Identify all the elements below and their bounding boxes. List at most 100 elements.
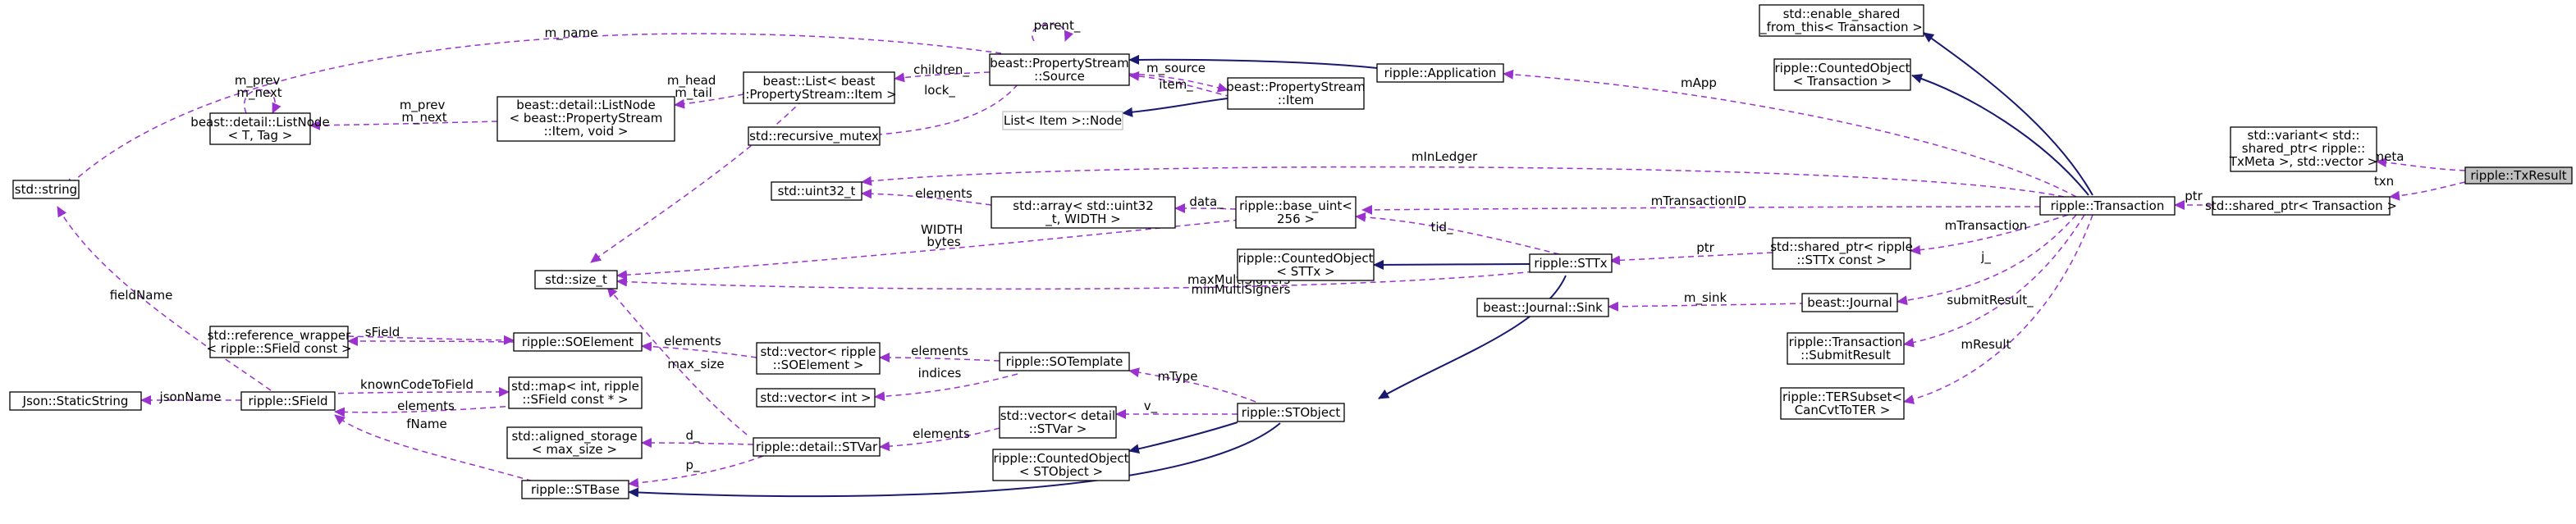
edge-sfield-ref xyxy=(347,335,515,345)
node-txresult[interactable]: ripple::TxResult xyxy=(2464,166,2573,185)
label-width-bytes: WIDTH bytes xyxy=(921,222,967,249)
node-json-static-label: Json::StaticString xyxy=(22,394,129,408)
svg-text:ripple::Application: ripple::Application xyxy=(1384,66,1497,80)
node-aligned-storage[interactable]: std::aligned_storage< max_size > xyxy=(506,426,643,459)
node-soelement[interactable]: ripple::SOElement xyxy=(513,332,643,352)
edge-source-list xyxy=(894,71,991,83)
edge-transaction-app xyxy=(1503,69,2077,198)
node-ps-item[interactable]: beast::PropertyStream::Item xyxy=(1226,77,1366,110)
node-counted-txn-line2: < Transaction > xyxy=(1793,74,1892,89)
svg-text:ripple::CountedObject< STTx >: ripple::CountedObject< STTx > xyxy=(1238,251,1373,279)
node-ps-source[interactable]: beast::PropertyStream::Source xyxy=(989,53,1130,86)
edge-transaction-sttxptr xyxy=(1910,214,2069,255)
node-journal[interactable]: beast::Journal xyxy=(1801,293,1898,312)
node-vec-soelement[interactable]: std::vector< ripple::SOElement > xyxy=(756,342,881,375)
node-journal-label: beast::Journal xyxy=(1807,295,1892,310)
label-width-line2: bytes xyxy=(927,235,961,249)
svg-text:std::size_t: std::size_t xyxy=(545,272,607,288)
edge-transaction-counted xyxy=(1911,74,2089,196)
node-vec-stvar[interactable]: std::vector< detail::STVar > xyxy=(999,406,1117,439)
label-elements-map: elements xyxy=(397,399,455,413)
label-indices-text: indices xyxy=(918,366,962,380)
label-txn: txn xyxy=(2374,174,2394,189)
node-recursive-mutex[interactable]: std::recursive_mutex xyxy=(748,126,881,146)
node-stbase[interactable]: ripple::STBase xyxy=(521,480,629,499)
label-ptr-txn: ptr xyxy=(2185,189,2203,203)
node-aligned-storage-line1: std::aligned_storage xyxy=(511,429,637,444)
node-vec-soelement-line2: ::SOElement > xyxy=(773,358,864,372)
svg-text:ripple::Transaction::SubmitRes: ripple::Transaction::SubmitResult xyxy=(1789,335,1903,362)
node-counted-txn[interactable]: ripple::CountedObject< Transaction > xyxy=(1773,58,1911,91)
node-uint32[interactable]: std::uint32_t xyxy=(771,181,862,201)
label-elements-tmpl-text: elements xyxy=(911,344,968,358)
edge-source-mutex xyxy=(869,84,1018,139)
node-base-uint[interactable]: ripple::base_uint<256 > xyxy=(1235,196,1357,229)
label-mprev-self-line1: m_prev xyxy=(235,73,281,89)
edge-list-sizet xyxy=(590,99,803,263)
node-listnode-t-line1: beast::detail::ListNode xyxy=(190,115,329,130)
node-variant-line3: TxMeta >, std::vector > xyxy=(2229,154,2377,169)
node-submit-result[interactable]: ripple::Transaction::SubmitResult xyxy=(1787,332,1905,365)
svg-text:ripple::SField: ripple::SField xyxy=(248,394,327,408)
node-enable-shared[interactable]: std::enable_shared_from_this< Transactio… xyxy=(1759,4,1924,37)
node-vec-int[interactable]: std::vector< int > xyxy=(756,388,876,408)
node-listnode-item-line3: ::Item, void > xyxy=(544,124,629,139)
node-string[interactable]: std::string xyxy=(12,180,80,199)
node-sfield[interactable]: ripple::SField xyxy=(240,391,336,411)
node-sttx[interactable]: ripple::STTx xyxy=(1529,253,1613,273)
node-journal-sink[interactable]: beast::Journal::Sink xyxy=(1476,298,1609,317)
node-application[interactable]: ripple::Application xyxy=(1376,63,1504,83)
node-array[interactable]: std::array< std::uint32_t, WIDTH > xyxy=(991,196,1176,229)
svg-text:ripple::STBase: ripple::STBase xyxy=(531,482,620,497)
edge-stvar-stbase xyxy=(628,455,764,488)
node-list-item-node-label: List< Item >::Node xyxy=(1004,113,1122,128)
node-shared-ptr-sttx[interactable]: std::shared_ptr< ripple::STTx const > xyxy=(1770,237,1913,270)
node-beast-list[interactable]: beast::List< beast::PropertyStream::Item… xyxy=(741,71,897,104)
node-aligned-storage-line2: < max_size > xyxy=(532,442,617,458)
node-vec-stvar-line1: std::vector< detail xyxy=(1000,408,1115,423)
label-mapp-text: mApp xyxy=(1681,75,1717,90)
node-counted-stobject[interactable]: ripple::CountedObject< STObject > xyxy=(992,449,1130,481)
node-variant[interactable]: std::variant< std::shared_ptr< ripple::T… xyxy=(2229,126,2377,172)
label-mprev-item-line1: m_prev xyxy=(400,98,446,113)
node-stobject[interactable]: ripple::STObject xyxy=(1237,403,1345,422)
label-lock-text: lock_ xyxy=(924,83,955,98)
label-parent-text: parent_ xyxy=(1034,18,1081,34)
node-transaction[interactable]: ripple::Transaction xyxy=(2039,196,2176,216)
label-fname-text: fName xyxy=(406,417,447,431)
label-indices: indices xyxy=(918,366,962,380)
label-mapp: mApp xyxy=(1681,75,1717,90)
node-json-static[interactable]: Json::StaticString xyxy=(9,391,142,411)
svg-text:ripple::CountedObject< Transac: ripple::CountedObject< Transaction > xyxy=(1774,61,1910,89)
node-stvar[interactable]: ripple::detail::STVar xyxy=(753,437,881,457)
edge-listnode-item-t xyxy=(309,120,498,130)
label-v: v_ xyxy=(1144,399,1158,414)
node-sotemplate[interactable]: ripple::SOTemplate xyxy=(999,352,1130,371)
edge-application-source xyxy=(1128,54,1378,69)
edge-baseuint-array xyxy=(1174,203,1237,214)
node-listnode-t[interactable]: beast::detail::ListNode< T, Tag > xyxy=(190,112,330,145)
svg-text:ripple::STTx: ripple::STTx xyxy=(1534,256,1607,271)
node-tersubset[interactable]: ripple::TERSubset<CanCvtToTER > xyxy=(1780,387,1905,420)
node-uint32-label: std::uint32_t xyxy=(778,184,856,199)
edge-item-listnode xyxy=(1122,98,1229,117)
node-stobject-label: ripple::STObject xyxy=(1242,405,1341,420)
node-shared-ptr-txn-label: std::shared_ptr< Transaction > xyxy=(2205,198,2397,214)
label-p: p_ xyxy=(685,458,700,473)
node-ref-wrapper[interactable]: std::reference_wrapper< ripple::SField c… xyxy=(206,326,352,358)
label-mhead-line2: m_tail xyxy=(675,85,712,101)
node-ps-source-line1: beast::PropertyStream xyxy=(990,56,1129,71)
node-shared-ptr-txn[interactable]: std::shared_ptr< Transaction > xyxy=(2205,196,2397,216)
node-list-item-node[interactable]: List< Item >::Node xyxy=(1002,111,1123,130)
label-msource: m_source xyxy=(1146,61,1206,76)
node-counted-sttx[interactable]: ripple::CountedObject< STTx > xyxy=(1237,248,1375,281)
edge-sttx-baseuint xyxy=(1355,212,1560,255)
edge-map-sfield xyxy=(334,404,526,417)
node-map-sfield[interactable]: std::map< int, ripple::SField const * > xyxy=(508,376,643,409)
svg-text:std::reference_wrapper< ripple: std::reference_wrapper< ripple::SField c… xyxy=(206,328,351,356)
label-mresult-text: mResult xyxy=(1961,337,2011,352)
svg-text:std::map< int, ripple::SField: std::map< int, ripple::SField const * > xyxy=(511,379,639,407)
label-elements-arr: elements xyxy=(915,186,972,201)
node-listnode-item[interactable]: beast::detail::ListNode< beast::Property… xyxy=(496,96,675,142)
node-size-t[interactable]: std::size_t xyxy=(534,270,618,289)
